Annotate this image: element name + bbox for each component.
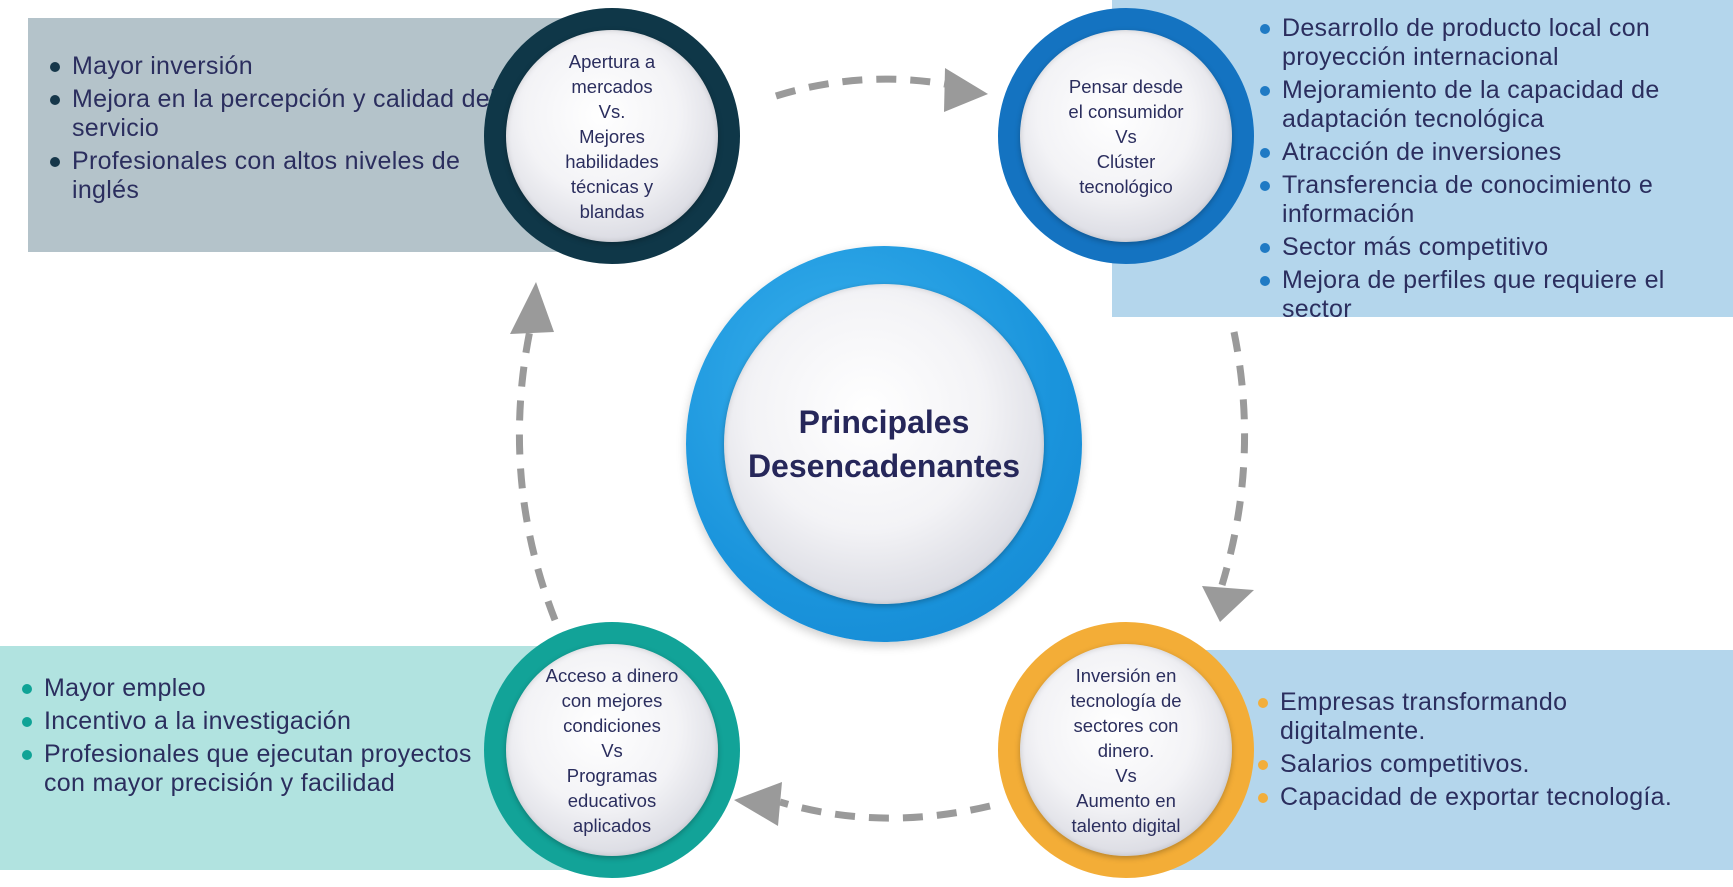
arrow-top [774, 75, 946, 100]
list-item: Mayor empleo [22, 674, 477, 703]
circle-bottom-right: Inversión en tecnología de sectores con … [998, 622, 1254, 878]
circle-top-right: Pensar desde el consumidor Vs Clúster te… [998, 8, 1254, 264]
center-title: Principales Desencadenantes [747, 404, 1021, 484]
bullet-dot-icon [22, 750, 32, 760]
list-bottom-left: Mayor empleo Incentivo a la investigació… [22, 674, 477, 802]
circle-bottom-left: Acceso a dinero con mejores condiciones … [484, 622, 740, 878]
circle-top-right-face: Pensar desde el consumidor Vs Clúster te… [1020, 30, 1232, 242]
circle-bottom-left-face: Acceso a dinero con mejores condiciones … [506, 644, 718, 856]
bullet-dot-icon [1258, 760, 1268, 770]
bullet-dot-icon [22, 684, 32, 694]
list-item: Mejora de perfiles que requiere el secto… [1260, 266, 1710, 324]
arrow-head-left-icon [510, 282, 554, 334]
list-item: Salarios competitivos. [1258, 750, 1718, 779]
list-item: Profesionales que ejecutan proyectos con… [22, 740, 477, 798]
list-item: Mayor inversión [50, 52, 505, 81]
list-item: Sector más competitivo [1260, 233, 1710, 262]
list-item: Profesionales con altos niveles de inglé… [50, 147, 505, 205]
arrow-head-top-icon [944, 68, 988, 112]
bullet-dot-icon [1260, 181, 1270, 191]
arrow-right [1218, 331, 1249, 587]
circle-top-left: Apertura a mercados Vs. Mejores habilida… [484, 8, 740, 264]
list-item: Incentivo a la investigación [22, 707, 477, 736]
arrow-head-bottom-icon [734, 782, 782, 826]
circle-top-left-text: Apertura a mercados Vs. Mejores habilida… [565, 50, 659, 222]
list-item: Atracción de inversiones [1260, 138, 1710, 167]
bullet-dot-icon [1260, 148, 1270, 158]
list-item: Mejoramiento de la capacidad de adaptaci… [1260, 76, 1710, 134]
circle-bottom-right-text: Inversión en tecnología de sectores con … [1070, 664, 1182, 836]
arrow-head-right-icon [1202, 586, 1254, 622]
list-bottom-right: Empresas transformando digitalmente. Sal… [1258, 688, 1718, 816]
arrow-bottom [778, 798, 991, 822]
bullet-dot-icon [1260, 243, 1270, 253]
list-top-right: Desarrollo de producto local con proyecc… [1260, 14, 1710, 328]
bullet-dot-icon [1260, 276, 1270, 286]
bullet-dot-icon [50, 95, 60, 105]
list-item: Transferencia de conocimiento e informac… [1260, 171, 1710, 229]
bullet-dot-icon [22, 717, 32, 727]
circle-top-right-text: Pensar desde el consumidor Vs Clúster te… [1068, 75, 1184, 197]
list-item: Desarrollo de producto local con proyecc… [1260, 14, 1710, 72]
bullet-dot-icon [50, 62, 60, 72]
bullet-dot-icon [1260, 86, 1270, 96]
center-circle-face: Principales Desencadenantes [724, 284, 1044, 604]
list-item: Capacidad de exportar tecnología. [1258, 783, 1718, 812]
bullet-dot-icon [1260, 24, 1270, 34]
bullet-dot-icon [1258, 793, 1268, 803]
list-item: Empresas transformando digitalmente. [1258, 688, 1718, 746]
list-top-left: Mayor inversión Mejora en la percepción … [50, 52, 505, 209]
center-circle: Principales Desencadenantes [686, 246, 1082, 642]
arrow-left [515, 329, 559, 622]
circle-bottom-left-text: Acceso a dinero con mejores condiciones … [545, 664, 679, 836]
list-item: Mejora en la percepción y calidad del se… [50, 85, 505, 143]
bullet-dot-icon [1258, 698, 1268, 708]
circle-bottom-right-face: Inversión en tecnología de sectores con … [1020, 644, 1232, 856]
circle-top-left-face: Apertura a mercados Vs. Mejores habilida… [506, 30, 718, 242]
bullet-dot-icon [50, 157, 60, 167]
